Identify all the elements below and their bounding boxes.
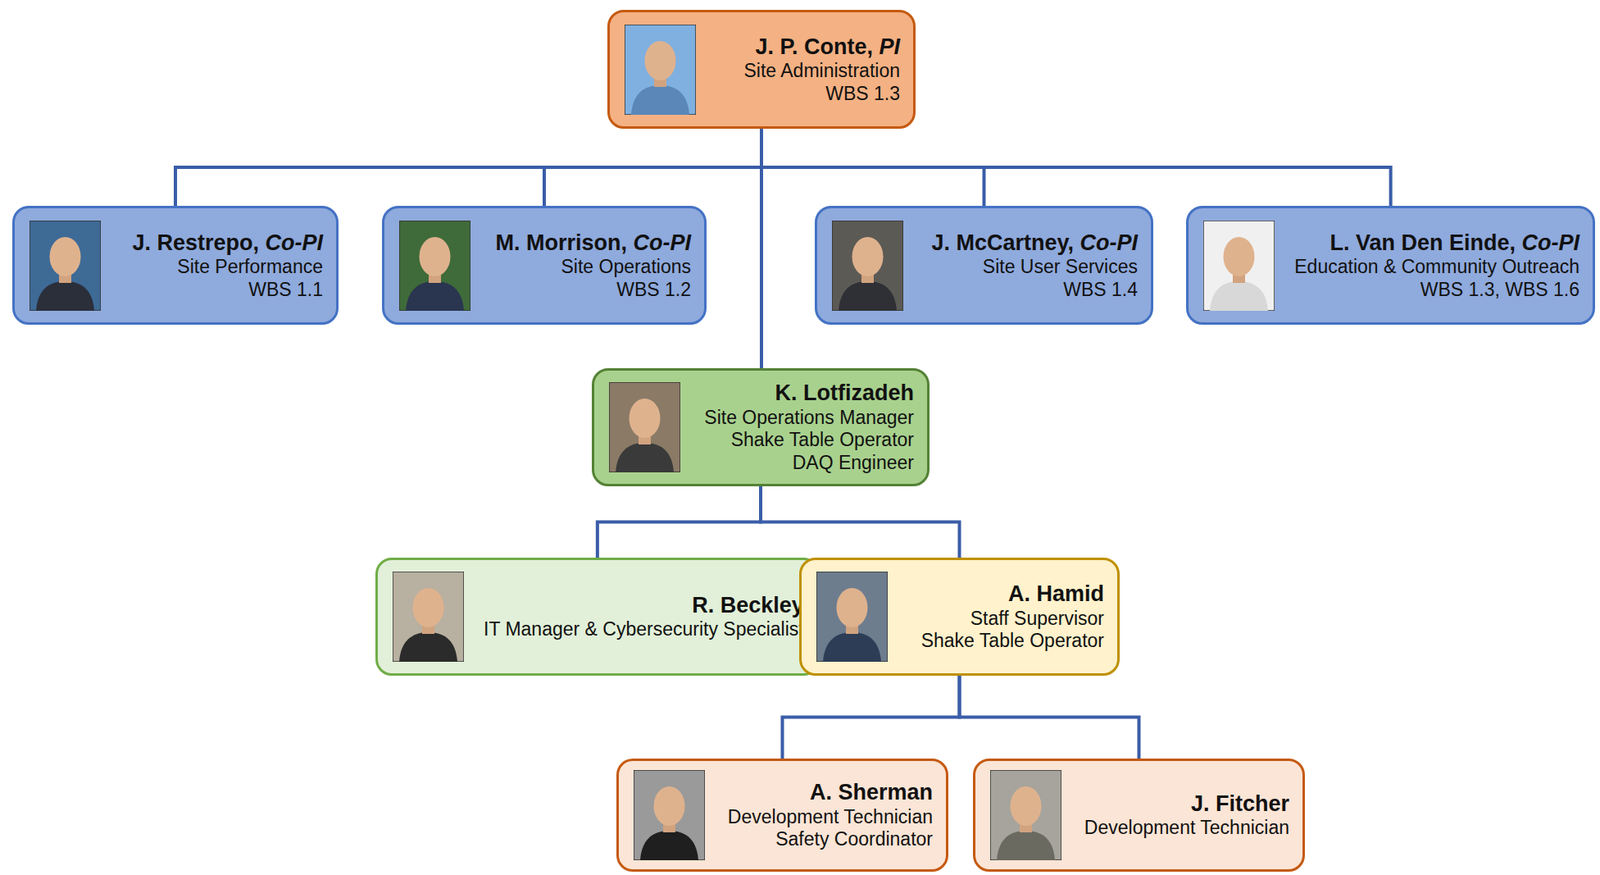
role-text: Shake Table Operator xyxy=(921,629,1105,653)
text-column: R. BeckleyIT Manager & Cybersecurity Spe… xyxy=(483,591,805,641)
role-abbrev: PI xyxy=(878,34,900,60)
text-column: J. FitcherDevelopment Technician xyxy=(1084,790,1290,840)
name-part: J. McCartney, xyxy=(931,230,1080,255)
person-box: R. BeckleyIT Manager & Cybersecurity Spe… xyxy=(375,557,820,676)
portrait-photo xyxy=(29,220,101,311)
role-text: Shake Table Operator xyxy=(731,428,914,452)
person-box: J. P. Conte, PISite AdministrationWBS 1.… xyxy=(607,9,916,129)
person-box: A. HamidStaff SupervisorShake Table Oper… xyxy=(799,557,1120,676)
portrait-photo xyxy=(624,24,696,115)
portrait-photo xyxy=(831,220,904,311)
portrait-photo xyxy=(990,769,1062,860)
portrait-photo xyxy=(1203,220,1275,311)
org-connector xyxy=(782,675,960,759)
person-box: J. FitcherDevelopment Technician xyxy=(972,758,1305,872)
role-text: WBS 1.1 xyxy=(248,278,323,302)
portrait-photo xyxy=(392,571,464,662)
role-text: Development Technician xyxy=(1084,816,1290,840)
role-text: Site User Services xyxy=(982,255,1138,279)
role-text: WBS 1.3 xyxy=(825,82,900,106)
text-column: J. McCartney, Co-PISite User ServicesWBS… xyxy=(931,229,1138,302)
person-box: L. Van Den Einde, Co-PIEducation & Commu… xyxy=(1186,205,1596,325)
role-abbrev: Co-PI xyxy=(633,230,692,255)
text-column: L. Van Den Einde, Co-PIEducation & Commu… xyxy=(1294,229,1580,302)
text-column: M. Morrison, Co-PISite OperationsWBS 1.2 xyxy=(495,229,692,302)
name-part: M. Morrison, xyxy=(495,230,634,255)
role-text: Site Operations xyxy=(560,255,691,279)
org-connector xyxy=(959,675,1140,759)
name-part: J. P. Conte, xyxy=(754,34,879,60)
person-box: A. ShermanDevelopment TechnicianSafety C… xyxy=(616,758,949,872)
text-column: A. HamidStaff SupervisorShake Table Oper… xyxy=(921,580,1105,653)
role-text: WBS 1.3, WBS 1.6 xyxy=(1420,278,1580,302)
person-name: K. Lotfizadeh xyxy=(775,379,915,406)
portrait-photo xyxy=(399,220,471,311)
role-text: Education & Community Outreach xyxy=(1294,255,1580,279)
role-abbrev: Co-PI xyxy=(1080,230,1139,255)
org-connector xyxy=(597,486,761,558)
role-text: Staff Supervisor xyxy=(970,607,1105,631)
role-abbrev: Co-PI xyxy=(265,230,324,255)
role-text: DAQ Engineer xyxy=(792,451,914,475)
role-text: Development Technician xyxy=(727,805,933,829)
portrait-photo xyxy=(816,571,888,662)
person-name: A. Sherman xyxy=(809,778,933,805)
role-text: Site Performance xyxy=(177,255,323,279)
person-name: J. McCartney, Co-PI xyxy=(931,229,1138,256)
role-text: WBS 1.4 xyxy=(1063,278,1138,302)
org-connector xyxy=(759,128,764,369)
person-name: R. Beckley xyxy=(691,591,805,619)
role-text: WBS 1.2 xyxy=(616,278,691,302)
person-box: K. LotfizadehSite Operations ManagerShak… xyxy=(591,368,930,487)
person-box: J. Restrepo, Co-PISite PerformanceWBS 1.… xyxy=(12,205,339,325)
text-column: J. Restrepo, Co-PISite PerformanceWBS 1.… xyxy=(131,229,323,302)
person-name: J. P. Conte, PI xyxy=(754,33,900,60)
person-box: J. McCartney, Co-PISite User ServicesWBS… xyxy=(814,205,1154,325)
role-text: Safety Coordinator xyxy=(775,827,933,851)
org-connector xyxy=(761,128,1391,206)
org-connector xyxy=(175,128,762,206)
text-column: K. LotfizadehSite Operations ManagerShak… xyxy=(704,379,914,474)
role-text: Site Operations Manager xyxy=(704,406,914,430)
person-name: J. Fitcher xyxy=(1190,790,1290,817)
role-text: IT Manager & Cybersecurity Specialist xyxy=(483,618,805,641)
org-connector xyxy=(544,128,762,206)
person-name: L. Van Den Einde, Co-PI xyxy=(1329,229,1580,256)
role-abbrev: Co-PI xyxy=(1522,230,1581,255)
person-name: M. Morrison, Co-PI xyxy=(495,229,692,256)
org-connector xyxy=(760,486,960,558)
portrait-photo xyxy=(609,381,681,473)
name-part: J. Restrepo, xyxy=(131,230,265,255)
role-text: Site Administration xyxy=(744,59,900,83)
text-column: A. ShermanDevelopment TechnicianSafety C… xyxy=(727,778,933,851)
person-name: A. Hamid xyxy=(1008,580,1105,607)
person-name: J. Restrepo, Co-PI xyxy=(131,229,323,256)
person-box: M. Morrison, Co-PISite OperationsWBS 1.2 xyxy=(381,205,707,325)
portrait-photo xyxy=(633,769,705,860)
text-column: J. P. Conte, PISite AdministrationWBS 1.… xyxy=(744,33,900,106)
name-part: L. Van Den Einde, xyxy=(1329,230,1522,255)
